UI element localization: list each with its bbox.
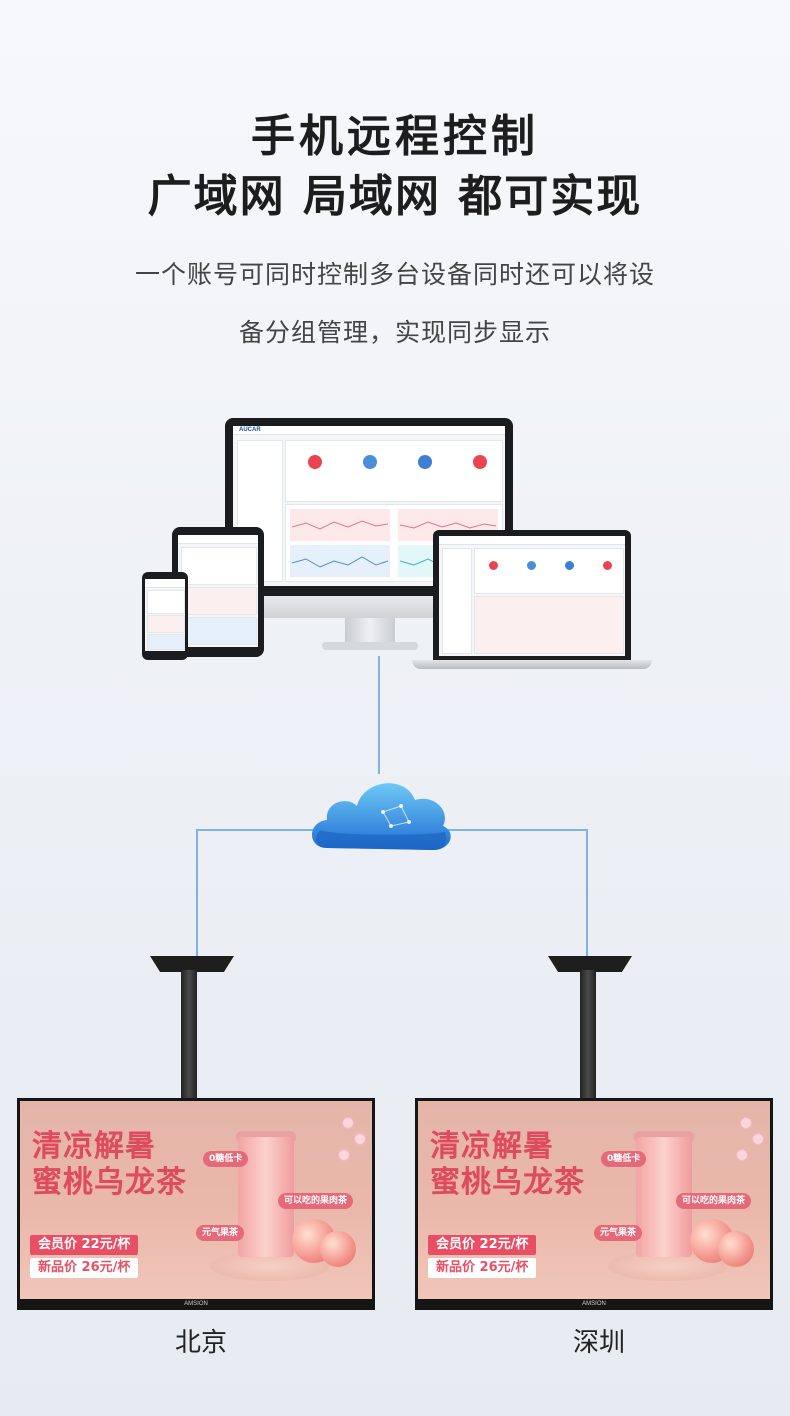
laptop-screen — [439, 536, 625, 656]
right-ceiling-bracket — [548, 956, 632, 972]
peach — [718, 1231, 754, 1267]
left-horizontal-line — [196, 829, 318, 831]
blossom — [752, 1133, 764, 1145]
phone-screen — [145, 579, 185, 651]
price-label: 新品价 — [436, 1260, 476, 1275]
tablet-status-panel — [181, 547, 257, 585]
price-value: 22元/杯 — [479, 1237, 529, 1252]
new-price: 新品价 26元/杯 — [428, 1258, 537, 1278]
ad-headline-1: 清凉解暑 — [32, 1129, 156, 1164]
price-value: 26元/杯 — [81, 1260, 131, 1275]
tablet-chart-1 — [181, 587, 257, 615]
right-mount-pole — [580, 970, 596, 1100]
laptop-header — [439, 536, 625, 545]
new-price: 新品价 26元/杯 — [30, 1258, 139, 1278]
oxygen-icon — [565, 561, 574, 570]
tv-brand: AMSION — [582, 1301, 606, 1307]
main-title: 手机远程控制 — [251, 111, 539, 162]
phone-header — [145, 579, 185, 588]
desktop-monitor: AUCAR — [225, 418, 513, 596]
monitor-base — [322, 642, 418, 650]
monitor-stand — [345, 618, 395, 644]
ad-headline: 清凉解暑 蜜桃乌龙茶 — [430, 1129, 585, 1201]
price-label: 会员价 — [38, 1237, 78, 1252]
ad-headline-2: 蜜桃乌龙茶 — [430, 1165, 585, 1200]
tablet-screen — [178, 535, 258, 647]
tag-fruit-tea: 可以吃的果肉茶 — [676, 1193, 752, 1209]
display-beijing: 清凉解暑 蜜桃乌龙茶 0糖低卡 可以吃的果肉茶 元气果茶 会员价 22元/杯 新… — [17, 1098, 375, 1310]
tag-low-sugar: 0糖低卡 — [203, 1151, 249, 1167]
laptop-device-list — [442, 548, 472, 654]
laptop-base — [412, 660, 652, 669]
pressure-icon — [603, 561, 612, 570]
tag-low-sugar: 0糖低卡 — [601, 1151, 647, 1167]
ad-image: 清凉解暑 蜜桃乌龙茶 0糖低卡 可以吃的果肉茶 元气果茶 会员价 22元/杯 新… — [20, 1101, 372, 1299]
uplink-line — [378, 656, 380, 774]
dashboard-screen: AUCAR — [233, 426, 505, 586]
ad-headline-2: 蜜桃乌龙茶 — [32, 1165, 187, 1200]
price-value: 22元/杯 — [81, 1237, 131, 1252]
phone-status-panel — [147, 590, 185, 614]
left-mount-pole — [181, 970, 197, 1100]
main-subtitle: 广域网 局域网 都可实现 — [147, 171, 643, 222]
phone — [142, 572, 188, 660]
tablet-chart-2 — [181, 617, 257, 645]
blossom — [354, 1133, 366, 1145]
phone-chart-1 — [147, 615, 185, 633]
city-label-beijing: 北京 — [174, 1328, 227, 1358]
blossom — [338, 1149, 350, 1161]
blossom — [736, 1149, 748, 1161]
left-ceiling-bracket — [150, 956, 234, 972]
status-panel — [285, 440, 503, 502]
temperature-icon — [363, 455, 377, 469]
description-line-2: 备分组管理，实现同步显示 — [238, 318, 551, 347]
laptop — [433, 530, 631, 660]
member-price: 会员价 22元/杯 — [428, 1235, 537, 1255]
heart-icon — [308, 455, 322, 469]
tag-vitality: 元气果茶 — [196, 1225, 245, 1241]
oxygen-icon — [418, 455, 432, 469]
laptop-chart-panel — [474, 596, 624, 654]
price-label: 会员价 — [436, 1237, 476, 1252]
blossom — [740, 1117, 752, 1129]
blossom — [342, 1117, 354, 1129]
dashboard-brand: AUCAR — [239, 427, 261, 433]
tag-vitality: 元气果茶 — [594, 1225, 643, 1241]
cloud-icon — [312, 783, 451, 850]
right-horizontal-line — [440, 829, 588, 831]
ad-headline: 清凉解暑 蜜桃乌龙茶 — [32, 1129, 187, 1201]
laptop-status-panel — [474, 548, 624, 594]
peach — [320, 1231, 356, 1267]
phone-chart-2 — [147, 634, 185, 650]
temperature-icon — [527, 561, 536, 570]
pressure-icon — [473, 455, 487, 469]
description-line-1: 一个账号可同时控制多台设备同时还可以将设 — [134, 260, 655, 289]
city-label-shenzhen: 深圳 — [572, 1328, 625, 1358]
tag-fruit-tea: 可以吃的果肉茶 — [278, 1193, 354, 1209]
left-vertical-line — [196, 829, 198, 959]
tablet-header — [178, 535, 258, 544]
member-price: 会员价 22元/杯 — [30, 1235, 139, 1255]
dashboard-header: AUCAR — [233, 426, 505, 435]
tv-brand: AMSION — [184, 1301, 208, 1307]
ad-image: 清凉解暑 蜜桃乌龙茶 0糖低卡 可以吃的果肉茶 元气果茶 会员价 22元/杯 新… — [418, 1101, 770, 1299]
price-value: 26元/杯 — [479, 1260, 529, 1275]
right-vertical-line — [586, 829, 588, 959]
heart-icon — [489, 561, 498, 570]
price-label: 新品价 — [38, 1260, 78, 1275]
display-shenzhen: 清凉解暑 蜜桃乌龙茶 0糖低卡 可以吃的果肉茶 元气果茶 会员价 22元/杯 新… — [415, 1098, 773, 1310]
ad-headline-1: 清凉解暑 — [430, 1129, 554, 1164]
